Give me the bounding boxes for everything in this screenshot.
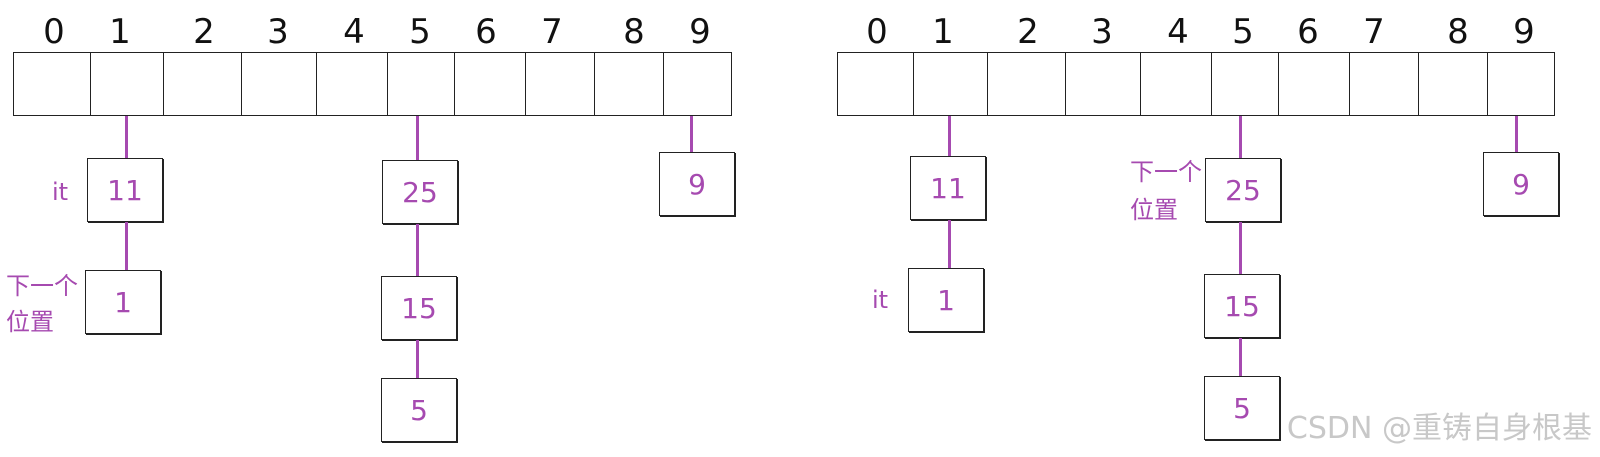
bucket-index-6: 6 [1297,12,1319,52]
bucket-slot-8 [1418,52,1488,116]
link-line [948,220,951,268]
iterator-label: it [52,178,69,206]
bucket-index-1: 1 [109,12,131,52]
node-15: 15 [381,276,457,340]
node-1: 1 [908,268,984,332]
bucket-index-6: 6 [475,12,497,52]
bucket-index-4: 4 [1167,12,1189,52]
link-line [1239,116,1242,158]
bucket-index-7: 7 [541,12,563,52]
next-position-label-line1: 下一个 [6,272,78,300]
node-11: 11 [87,158,163,222]
node-11: 11 [910,156,986,220]
bucket-index-3: 3 [1091,12,1113,52]
link-line [416,340,419,378]
bucket-slot-8 [594,52,664,116]
bucket-slot-6 [454,52,526,116]
bucket-slot-4 [1140,52,1212,116]
bucket-slot-1 [90,52,164,116]
bucket-slot-3 [1065,52,1141,116]
bucket-slot-4 [316,52,388,116]
bucket-slot-6 [1278,52,1350,116]
node-25: 25 [1205,158,1281,222]
watermark: CSDN @重铸自身根基 [1286,411,1592,446]
link-line [125,116,128,160]
bucket-slot-9 [663,52,732,116]
bucket-index-4: 4 [343,12,365,52]
bucket-slot-1 [913,52,988,116]
next-position-label-line1: 下一个 [1130,158,1202,186]
bucket-slot-5 [1211,52,1279,116]
node-15: 15 [1204,274,1280,338]
bucket-index-9: 9 [689,12,711,52]
bucket-slot-0 [13,52,91,116]
link-line [1239,222,1242,274]
link-line [690,116,693,152]
bucket-index-3: 3 [267,12,289,52]
bucket-index-5: 5 [1232,12,1254,52]
node-5: 5 [1204,376,1280,440]
node-9: 9 [659,152,735,216]
next-position-label-line2: 位置 [1130,196,1178,224]
bucket-index-8: 8 [623,12,645,52]
bucket-slot-9 [1487,52,1555,116]
link-line [125,222,128,270]
bucket-index-2: 2 [1017,12,1039,52]
bucket-index-7: 7 [1363,12,1385,52]
node-5: 5 [381,378,457,442]
bucket-index-9: 9 [1513,12,1535,52]
bucket-slot-2 [163,52,242,116]
bucket-slot-3 [241,52,317,116]
node-25: 25 [382,160,458,224]
bucket-slot-7 [1349,52,1419,116]
link-line [416,224,419,276]
bucket-index-0: 0 [43,12,65,52]
node-9: 9 [1483,152,1559,216]
link-line [1515,116,1518,152]
link-line [416,116,419,160]
link-line [948,116,951,158]
bucket-slot-5 [387,52,455,116]
bucket-index-1: 1 [932,12,954,52]
bucket-slot-2 [987,52,1066,116]
bucket-slot-7 [525,52,595,116]
hash-table-diagram-before: 0 1 2 3 4 5 6 7 8 9 11 1 25 15 5 9 it 下一… [6,12,735,442]
link-line [1239,338,1242,376]
bucket-index-8: 8 [1447,12,1469,52]
iterator-label: it [872,286,889,314]
bucket-slot-0 [837,52,914,116]
bucket-index-0: 0 [866,12,888,52]
node-1: 1 [85,270,161,334]
bucket-index-5: 5 [409,12,431,52]
hash-table-diagram-after: 0 1 2 3 4 5 6 7 8 9 11 1 25 15 5 9 it 下一… [826,0,1600,457]
bucket-index-2: 2 [193,12,215,52]
next-position-label-line2: 位置 [6,308,54,336]
